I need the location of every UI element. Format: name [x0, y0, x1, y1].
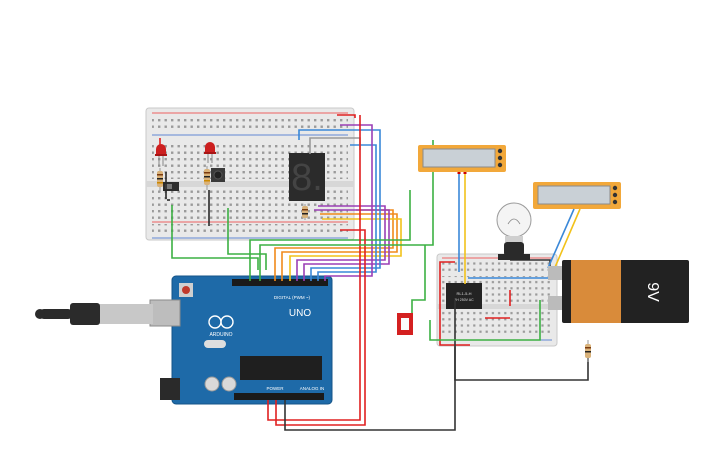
led-1[interactable]: [155, 144, 167, 166]
relay[interactable]: RL1-5-H 1H 250V AC: [446, 283, 482, 309]
light-bulb[interactable]: [496, 202, 532, 260]
led-2[interactable]: [204, 142, 216, 163]
resistor-3[interactable]: [302, 204, 308, 220]
relay-label-1: RL1-5-H: [456, 291, 471, 296]
usb-cable[interactable]: [35, 303, 153, 325]
battery-label: 9V: [644, 282, 661, 302]
relay-label-2: 1H 250V AC: [454, 298, 474, 302]
pushbutton[interactable]: [211, 168, 225, 182]
slide-switch-breadboard[interactable]: [163, 182, 179, 191]
multimeter-1[interactable]: [418, 145, 506, 172]
seven-segment-digit: 8.: [291, 157, 323, 199]
breadboard-wires-main: [159, 138, 267, 270]
resistor-2[interactable]: [204, 166, 210, 190]
main-breadboard[interactable]: [145, 107, 355, 241]
arduino-uno[interactable]: ARDUINO UNO DIGITAL (PWM ~) POWER ANALOG…: [149, 275, 333, 405]
resistor-4[interactable]: [585, 340, 591, 362]
power-label: POWER: [266, 386, 284, 391]
arduino-model: UNO: [289, 308, 311, 319]
multimeter-2[interactable]: [533, 182, 621, 209]
analog-label: ANALOG IN: [300, 386, 325, 391]
battery-9v[interactable]: 9V: [548, 260, 689, 323]
slide-switch[interactable]: [397, 313, 413, 335]
resistor-1[interactable]: [157, 168, 163, 192]
digital-pins-label: DIGITAL (PWM ~): [274, 295, 311, 300]
multimeter-probe-wires: [457, 172, 581, 284]
seven-segment-display[interactable]: 8.: [289, 153, 325, 201]
arduino-brand: ARDUINO: [209, 332, 232, 338]
